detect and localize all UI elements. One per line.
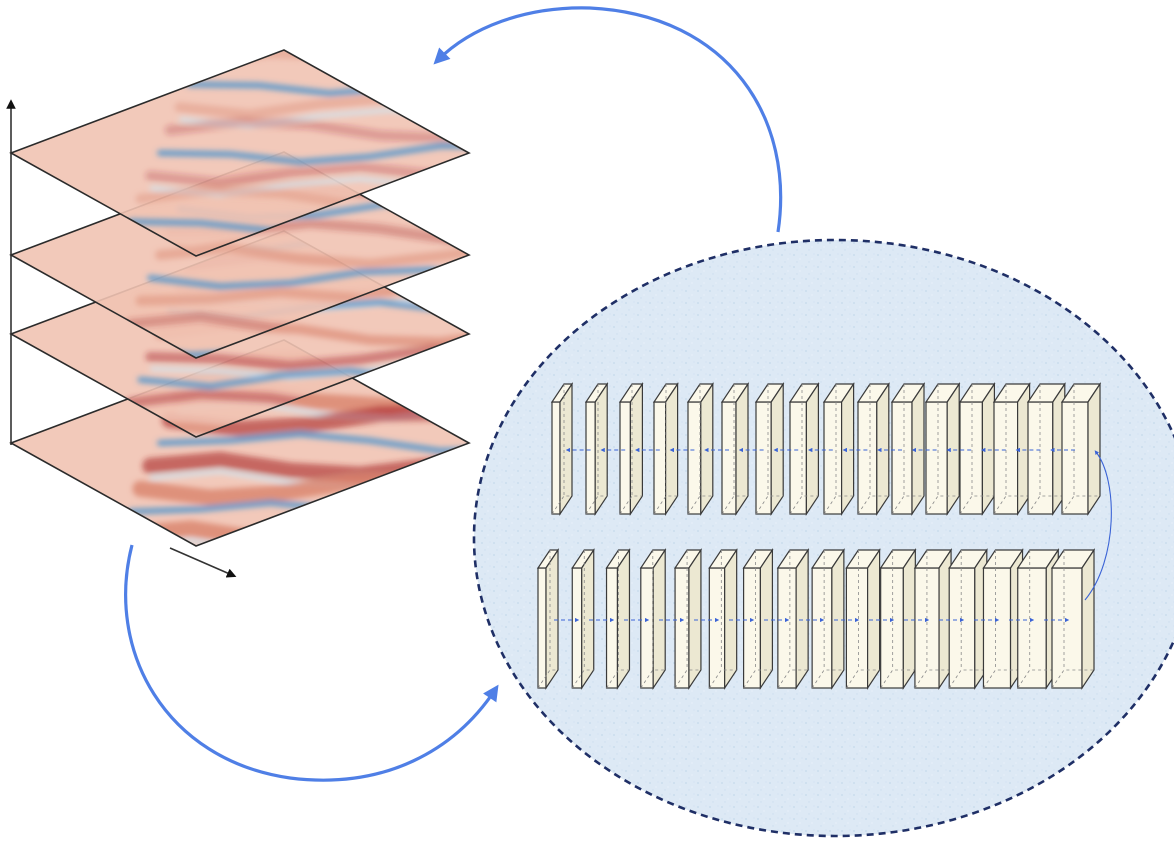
network-layer-block <box>982 548 1024 690</box>
network-layer-block <box>720 382 750 516</box>
network-layer-block <box>913 548 953 690</box>
network-layer-block <box>571 548 595 690</box>
network-panel <box>472 238 1174 838</box>
network-layer-block <box>550 382 574 516</box>
network-layer-block <box>992 382 1031 516</box>
network-layer-block <box>686 382 714 516</box>
network-layer-block <box>618 382 644 516</box>
flow-field-stack <box>6 49 471 578</box>
network-layer-block <box>856 382 890 516</box>
network-layer-block <box>652 382 679 516</box>
network-layer-block <box>1050 548 1096 690</box>
top-curved-arrow <box>433 6 783 233</box>
network-layer-block <box>536 548 560 690</box>
network-row-bottom <box>536 548 1096 690</box>
field-plane-outline <box>9 49 471 257</box>
network-layer-block <box>708 548 738 690</box>
network-layer-block <box>924 382 961 516</box>
network-layer-block <box>605 548 631 690</box>
network-layer-block <box>754 382 785 516</box>
network-layer-block <box>879 548 917 690</box>
network-layer-block <box>776 548 810 690</box>
network-layer-block <box>958 382 996 516</box>
network-row-top <box>550 382 1102 516</box>
network-layer-block <box>639 548 667 690</box>
network-ellipse <box>472 238 1174 838</box>
network-layer-block <box>1026 382 1066 516</box>
horizontal-axis <box>169 547 237 578</box>
network-layer-block <box>822 382 855 516</box>
network-layer-block <box>788 382 820 516</box>
cycle-arrows <box>124 6 783 782</box>
network-layer-block <box>948 548 988 690</box>
network-layer-block <box>1060 382 1102 516</box>
row-connector-arrow <box>1084 450 1112 601</box>
network-layer-block <box>890 382 926 516</box>
network-layer-block <box>811 548 845 690</box>
network-layer-block <box>742 548 774 690</box>
network-layer-block <box>584 382 609 516</box>
network-layer-block <box>673 548 703 690</box>
network-layer-block <box>845 548 881 690</box>
bottom-curved-arrow <box>124 544 499 782</box>
